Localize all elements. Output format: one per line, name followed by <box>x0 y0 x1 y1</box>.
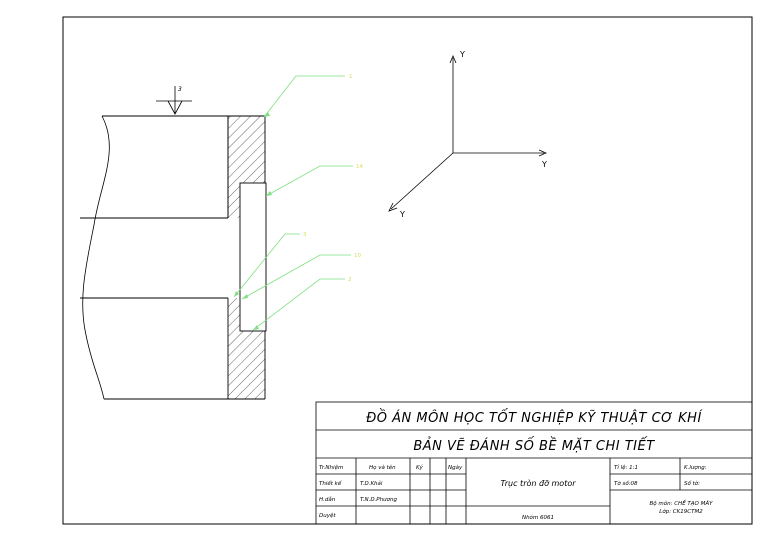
title-main: ĐỒ ÁN MÔN HỌC TỐT NGHIỆP KỸ THUẬT CƠ KHÍ <box>366 409 702 426</box>
row-name-0: T.D.Khải <box>360 480 383 487</box>
leader-2 <box>252 278 345 331</box>
leader-14 <box>265 165 353 197</box>
mass-label: K.lượng: <box>684 465 707 471</box>
leader-1 <box>263 75 345 118</box>
group-label: Nhóm 6061 <box>522 514 554 521</box>
roughness-label: 3 <box>178 86 182 93</box>
leader-label-1: 1 <box>349 74 353 80</box>
leader-lines <box>233 75 353 331</box>
title-sub: BẢN VẼ ĐÁNH SỐ BỀ MẶT CHI TIẾT <box>413 437 655 454</box>
hatch-upper <box>228 116 265 183</box>
hatch-upper-narrow <box>228 183 240 218</box>
row-role-2: Duyệt <box>319 512 336 519</box>
part-section-view: 3 <box>80 86 267 400</box>
leader-10 <box>241 254 351 300</box>
axis-label-right: Y <box>541 160 547 169</box>
hatch-lower-narrow <box>228 298 240 331</box>
title-block <box>315 401 753 525</box>
header-date: Ngày <box>448 464 463 471</box>
header-sign: Ký <box>416 464 423 471</box>
sheet-no-label: Tờ số:08 <box>614 480 638 487</box>
part-name: Trục tròn đỡ motor <box>500 478 576 488</box>
sheet-count-label: Số tờ: <box>684 480 700 487</box>
coordinate-axes <box>388 54 548 212</box>
leader-3 <box>233 233 300 298</box>
groove <box>239 182 267 332</box>
leader-arrows <box>234 112 272 330</box>
leader-label-10: 10 <box>354 253 361 259</box>
row-role-1: H.dẫn <box>319 496 336 503</box>
row-role-0: Thiết kế <box>319 480 343 487</box>
roughness-symbol: 3 <box>156 86 192 115</box>
leader-label-3: 3 <box>303 232 307 238</box>
axis-label-diagonal: Y <box>399 210 405 219</box>
row-name-1: T.N.D.Phương <box>360 497 397 503</box>
dept-label: Bộ môn: CHẾ TẠO MÁY <box>650 499 714 507</box>
header-name: Họ và tên <box>369 464 396 471</box>
leader-labels: 1 14 3 10 2 <box>303 74 363 283</box>
scale-label: Tỉ lệ: 1:1 <box>614 464 638 471</box>
hatch-lower <box>228 331 265 399</box>
header-role: Tr.Nhiệm <box>319 464 343 471</box>
leader-label-2: 2 <box>348 277 352 283</box>
axis-label-top: Y <box>459 50 465 59</box>
leader-label-14: 14 <box>356 164 363 170</box>
title-block-grid-text: Tr.Nhiệm Họ và tên Ký Ngày Thiết kế T.D.… <box>319 464 713 521</box>
class-label: Lớp: CK19CTM2 <box>659 508 703 515</box>
break-line <box>82 115 110 400</box>
